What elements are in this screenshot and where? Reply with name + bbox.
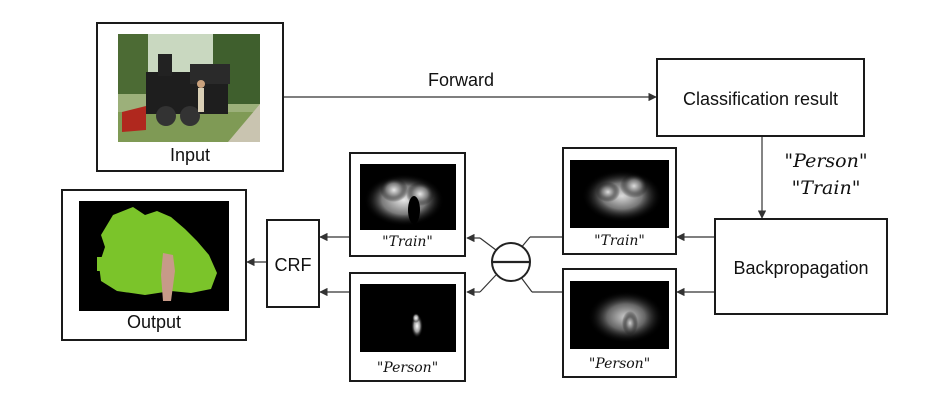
class-name-train: "Train" <box>791 177 861 199</box>
train-map-left-label: "Train" <box>382 234 433 250</box>
subtraction-node <box>491 242 531 282</box>
person-saliency-map-left: "Person" <box>349 272 466 382</box>
person-map-left-label: "Person" <box>376 360 439 376</box>
classification-result-box: Classification result <box>656 58 865 137</box>
train-saliency-map-left: "Train" <box>349 152 466 257</box>
classification-result-label: Classification result <box>682 89 839 109</box>
crf-box: CRF <box>266 219 320 308</box>
train-heatmap-image <box>570 160 669 228</box>
person-saliency-map-right: "Person" <box>562 268 677 378</box>
class-name-person: "Person" <box>784 150 868 172</box>
input-box: Input <box>96 22 284 172</box>
train-map-right-label: "Train" <box>594 233 645 249</box>
person-map-right-label: "Person" <box>588 356 651 372</box>
train-saliency-map-right: "Train" <box>562 147 677 255</box>
input-photo-train <box>118 34 260 142</box>
person-heatmap-image <box>570 281 669 349</box>
person-difference-map-image <box>360 284 456 352</box>
output-label: Output <box>126 312 182 332</box>
output-box: Output <box>61 189 247 341</box>
backpropagation-box: Backpropagation <box>714 218 888 315</box>
input-label: Input <box>169 145 211 165</box>
train-difference-map-image <box>360 164 456 230</box>
backpropagation-label: Backpropagation <box>733 258 869 278</box>
output-segmentation-image <box>79 201 229 311</box>
crf-label: CRF <box>274 255 312 275</box>
forward-label: Forward <box>427 70 494 90</box>
